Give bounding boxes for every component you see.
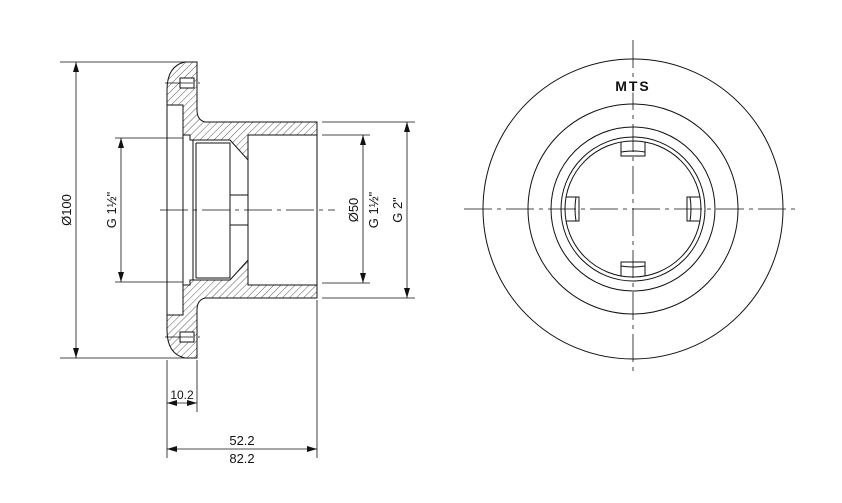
- dim-inner-thread-left: G 1½": [104, 191, 119, 228]
- dim-length-total: 82.2: [229, 451, 254, 466]
- section-view: Ø100 G 1½" Ø50 G 1½" G 2" 10.2 52.2 82.2: [59, 61, 415, 466]
- dim-outer-diameter: Ø100: [59, 194, 74, 226]
- flange-section-bottom: [166, 258, 318, 359]
- dim-bore-diameter: Ø50: [346, 198, 361, 223]
- dim-bore-thread: G 1½": [366, 191, 381, 228]
- flange-section-top: [166, 61, 318, 162]
- dim-outer-thread: G 2": [390, 197, 405, 223]
- logo-text: MTS: [615, 78, 651, 94]
- front-view: MTS: [464, 40, 796, 372]
- dim-length-inner: 52.2: [229, 433, 254, 448]
- dim-flange-thickness: 10.2: [170, 388, 194, 402]
